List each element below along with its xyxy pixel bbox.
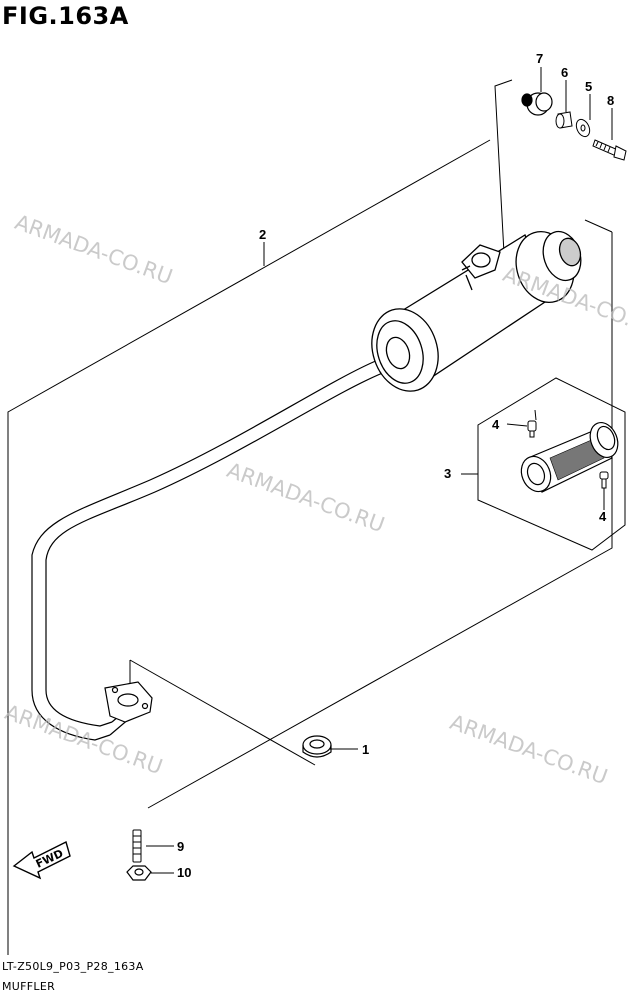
callout-4-lower: 4 [599, 509, 607, 524]
exhaust-pipe [31, 359, 386, 741]
callout-10: 10 [177, 865, 192, 880]
spark-arrester [520, 422, 619, 493]
callout-7: 7 [536, 51, 544, 66]
muffler-body [371, 230, 582, 392]
spark-arrester-box [477, 377, 626, 551]
figure-code: LT-Z50L9_P03_P28_163A [2, 960, 144, 973]
screw-4-lower [599, 471, 609, 489]
figure-caption: MUFFLER [2, 980, 56, 993]
nut-10 [126, 865, 152, 881]
washer-5 [575, 118, 591, 138]
screw-4-upper [527, 420, 537, 438]
leader-lines [146, 67, 613, 874]
callout-4-upper: 4 [492, 417, 500, 432]
gasket-leader-frame [129, 659, 316, 766]
callout-6: 6 [561, 65, 569, 80]
figure-title: FIG.163A [2, 2, 129, 30]
bolt-8 [592, 139, 627, 161]
grommet-7 [521, 92, 553, 116]
stud-bolt-9 [132, 829, 142, 863]
callout-1: 1 [362, 742, 370, 757]
gasket-1 [302, 735, 332, 758]
callout-9: 9 [177, 839, 185, 854]
callout-2: 2 [259, 227, 267, 242]
fwd-arrow-icon: FWD [12, 840, 71, 880]
callout-5: 5 [585, 79, 593, 94]
callout-8: 8 [607, 93, 615, 108]
callout-3: 3 [444, 466, 452, 481]
assembly-frame [7, 139, 613, 955]
mount-bolt-bracket [494, 79, 613, 273]
collar-6 [555, 111, 573, 129]
exhaust-flange [104, 681, 153, 723]
